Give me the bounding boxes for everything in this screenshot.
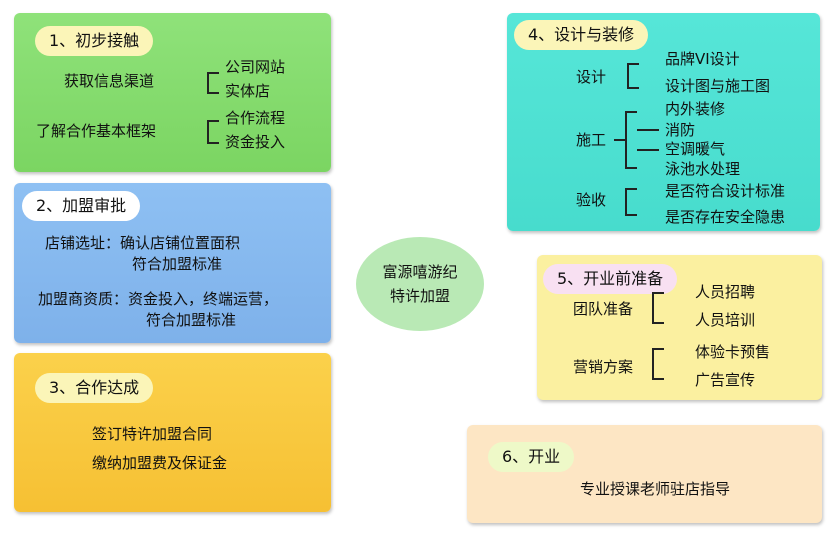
stage-4-design-item-1: 品牌VI设计 [665,50,740,68]
stage-5-marketing-item-1: 体验卡预售 [695,343,771,361]
stage-4-construction-item-3: 空调暖气 [665,140,726,158]
stage-1-group-1-label: 获取信息渠道 [64,72,155,90]
stage-4-acceptance-label: 验收 [576,191,607,209]
center-line-1: 富源嘻游纪 [382,263,458,281]
stage-3-title: 3、合作达成 [35,373,154,403]
stage-5-team-item-1: 人员招聘 [695,283,756,301]
stage-1-group-2-item-2: 资金投入 [225,133,286,151]
stage-5-marketing-label: 营销方案 [573,358,634,376]
stage-4-card: 4、设计与装修 设计 品牌VI设计 设计图与施工图 施工 内外装修 消防 空调暖… [507,13,820,231]
stage-4-title: 4、设计与装修 [514,20,649,50]
stage-1-group-1-item-1: 公司网站 [225,58,286,76]
stage-6-item: 专业授课老师驻店指导 [580,480,731,498]
stage-5-team-label: 团队准备 [573,300,634,318]
stage-2-line-1b: 符合加盟标准 [132,255,223,273]
stage-1-title: 1、初步接触 [35,26,154,56]
stage-1-group-2-label: 了解合作基本框架 [36,122,157,140]
stage-2-line-2b: 符合加盟标准 [146,311,237,329]
stage-5-title: 5、开业前准备 [543,264,678,294]
stage-4-design-label: 设计 [576,68,607,86]
center-node: 富源嘻游纪 特许加盟 [356,237,484,331]
stage-2-card: 2、加盟审批 店铺选址：确认店铺位置面积 符合加盟标准 加盟商资质：资金投入，终… [14,183,331,343]
stage-5-team-item-2: 人员培训 [695,311,756,329]
stage-5-team-brace [652,292,664,324]
stage-3-item-1: 签订特许加盟合同 [92,425,213,443]
stage-4-construction-item-4: 泳池水处理 [665,160,741,178]
stage-1-card: 1、初步接触 获取信息渠道 公司网站 实体店 了解合作基本框架 合作流程 资金投… [14,13,331,172]
stage-1-brace-1 [207,72,219,94]
stage-5-marketing-item-2: 广告宣传 [695,371,756,389]
stage-6-title: 6、开业 [488,442,575,472]
stage-3-card: 3、合作达成 签订特许加盟合同 缴纳加盟费及保证金 [14,353,331,512]
stage-2-line-2a: 加盟商资质：资金投入，终端运营， [38,290,279,308]
stage-4-construction-branch-2 [637,149,659,151]
stage-4-acceptance-item-2: 是否存在安全隐患 [665,208,786,226]
stage-4-construction-branch-1 [637,129,659,131]
stage-4-construction-brace [625,111,637,169]
stage-4-design-item-2: 设计图与施工图 [665,77,771,95]
stage-4-construction-item-2: 消防 [665,121,696,139]
stage-5-marketing-brace [652,348,664,380]
stage-4-construction-item-1: 内外装修 [665,100,726,118]
stage-4-acceptance-brace [625,188,637,216]
stage-1-brace-2 [207,120,219,144]
stage-4-construction-label: 施工 [576,131,607,149]
stage-1-group-1-item-2: 实体店 [225,82,271,100]
stage-4-design-brace [627,63,639,89]
stage-3-item-2: 缴纳加盟费及保证金 [92,454,228,472]
stage-1-group-2-item-1: 合作流程 [225,109,286,127]
stage-2-line-1a: 店铺选址：确认店铺位置面积 [45,234,241,252]
stage-4-acceptance-item-1: 是否符合设计标准 [665,182,786,200]
stage-6-card: 6、开业 专业授课老师驻店指导 [467,425,822,523]
stage-2-title: 2、加盟审批 [22,191,141,221]
stage-5-card: 5、开业前准备 团队准备 人员招聘 人员培训 营销方案 体验卡预售 广告宣传 [537,255,822,400]
center-line-2: 特许加盟 [389,287,450,305]
stage-4-construction-tick [614,139,625,141]
